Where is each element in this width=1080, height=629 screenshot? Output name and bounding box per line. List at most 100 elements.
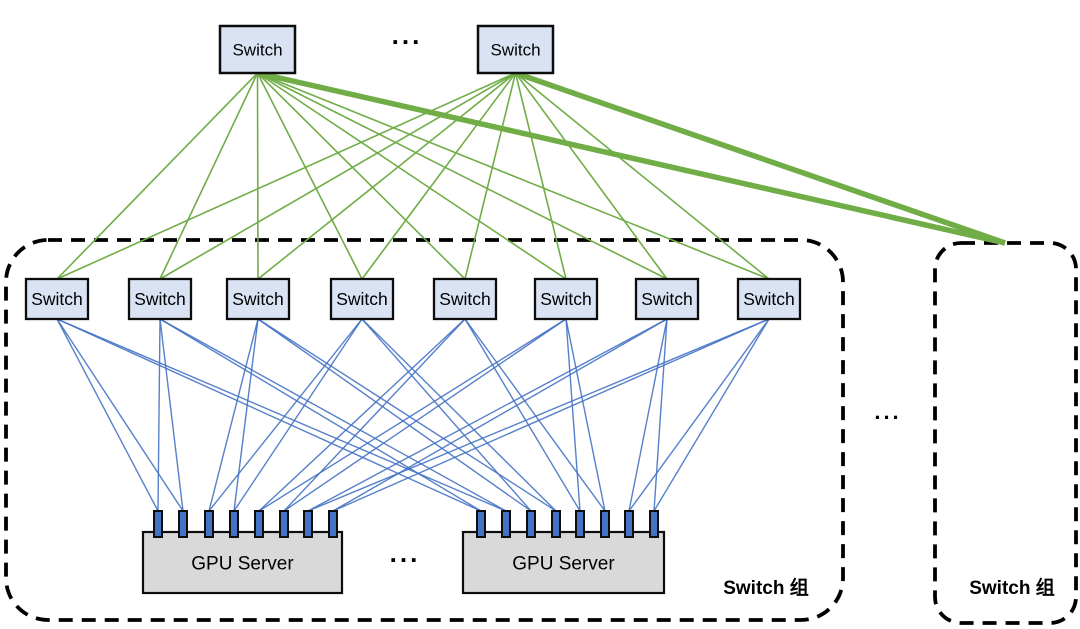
downlink-leaf7-server1-nic8: [332, 318, 668, 512]
downlink-leaf6-server2-nic6: [565, 318, 606, 512]
downlink-leaf7-server2-nic7: [628, 318, 668, 512]
uplink-lines: [56, 70, 1006, 280]
spine-switch-label-1: Switch: [232, 41, 282, 60]
downlink-leaf4-server1-nic4: [233, 318, 363, 512]
gpu-server-2: [461, 530, 666, 595]
nic-server1-6: [279, 510, 289, 538]
uplink-spine1-leaf8: [257, 72, 770, 280]
downlink-leaf8-server2-nic8: [653, 318, 770, 512]
nic-server1-3: [204, 510, 214, 538]
leaf-switch-label-3: Switch: [232, 289, 284, 309]
uplink-spine2-leaf6: [514, 72, 567, 280]
ellipsis-3: ...: [874, 399, 901, 424]
downlink-leaf1-server1-nic2: [56, 318, 184, 512]
downlink-leaf6-server1-nic6: [283, 318, 567, 512]
nic-server1-4: [229, 510, 239, 538]
switch-group-label-2: Switch 组: [969, 576, 1055, 599]
downlink-leaf1-server2-nic1: [56, 318, 482, 512]
uplink-spine2-leaf8: [514, 72, 770, 280]
downlink-leaf5-server2-nic6: [464, 318, 606, 512]
leaf-switch-3: [225, 277, 291, 321]
nic-server1-1: [153, 510, 163, 538]
uplink-spine2-leaf1: [56, 72, 516, 280]
leaf-switch-label-6: Switch: [540, 289, 592, 309]
uplink-spine1-leaf3: [256, 72, 259, 280]
uplink-spine1-leaf2: [159, 72, 259, 280]
downlink-leaf2-server2-nic2: [159, 318, 507, 512]
downlink-leaf5-server2-nic5: [464, 318, 581, 512]
nic-server1-2: [178, 510, 188, 538]
leaf-switch-1: [24, 277, 90, 321]
downlink-leaf7-server1-nic7: [307, 318, 668, 512]
nic-server1-5: [254, 510, 264, 538]
downlink-lines: [56, 318, 770, 512]
uplink-spine1-leaf7: [257, 72, 668, 280]
downlink-leaf8-server2-nic7: [628, 318, 770, 512]
nic-server2-7: [624, 510, 634, 538]
nic-server1-7: [303, 510, 313, 538]
uplink-spine1-leaf6: [257, 72, 567, 280]
downlink-leaf1-server2-nic2: [56, 318, 507, 512]
downlink-leaf3-server2-nic4: [257, 318, 557, 512]
leaf-switch-7: [634, 277, 700, 321]
switch-group-box-1: [4, 238, 845, 622]
spine-switch-label-2: Switch: [490, 41, 540, 60]
downlink-leaf8-server1-nic7: [307, 318, 770, 512]
leaf-switch-8: [736, 277, 802, 321]
downlink-leaf5-server1-nic6: [283, 318, 466, 512]
downlink-leaf2-server1-nic1: [157, 318, 161, 512]
leaf-switch-2: [127, 277, 193, 321]
leaf-switch-6: [533, 277, 599, 321]
downlink-leaf3-server1-nic3: [208, 318, 259, 512]
leaf-switch-label-7: Switch: [641, 289, 693, 309]
uplink-spine1-leaf1: [56, 72, 259, 280]
uplink-spine1-leaf5: [256, 72, 466, 280]
downlink-leaf3-server2-nic3: [257, 318, 532, 512]
uplink-spine1-leaf4: [256, 72, 363, 280]
uplink-spine2-far-group: [514, 70, 1006, 246]
uplink-spine2-leaf7: [514, 72, 668, 280]
ellipsis-1: ...: [392, 20, 423, 50]
uplink-spine1-far-group: [256, 70, 1006, 246]
uplink-spine2-leaf4: [361, 72, 517, 280]
downlink-leaf3-server1-nic4: [233, 318, 259, 512]
leaf-switch-label-1: Switch: [31, 289, 83, 309]
downlink-leaf4-server2-nic3: [361, 318, 532, 512]
nic-server2-3: [526, 510, 536, 538]
downlink-leaf8-server1-nic8: [332, 318, 770, 512]
uplink-spine2-leaf3: [257, 72, 516, 280]
downlink-leaf6-server1-nic5: [258, 318, 567, 512]
downlink-leaf7-server2-nic8: [653, 318, 668, 512]
nic-server2-1: [476, 510, 486, 538]
nic-server2-6: [600, 510, 610, 538]
leaf-switch-label-5: Switch: [439, 289, 491, 309]
gpu-server-1: [141, 530, 344, 595]
nic-server2-4: [551, 510, 561, 538]
downlink-leaf1-server1-nic1: [56, 318, 159, 512]
leaf-switch-label-2: Switch: [134, 289, 186, 309]
uplink-spine2-leaf2: [159, 72, 516, 280]
leaf-switch-4: [329, 277, 395, 321]
gpu-server-label-2: GPU Server: [512, 554, 615, 575]
downlink-leaf2-server1-nic2: [159, 318, 184, 512]
spine-switch-2: [476, 24, 555, 75]
downlink-leaf4-server2-nic4: [361, 318, 557, 512]
switch-group-box-2: [933, 241, 1078, 625]
leaf-switch-label-4: Switch: [336, 289, 388, 309]
gpu-server-label-1: GPU Server: [191, 554, 294, 575]
nic-server2-8: [649, 510, 659, 538]
downlink-leaf4-server1-nic3: [208, 318, 363, 512]
downlink-leaf2-server2-nic1: [159, 318, 482, 512]
nic-server2-2: [501, 510, 511, 538]
uplink-spine2-leaf5: [464, 72, 517, 280]
ellipsis-2: ...: [390, 538, 421, 568]
downlink-leaf5-server1-nic5: [258, 318, 466, 512]
nic-server2-5: [575, 510, 585, 538]
downlink-leaf6-server2-nic5: [565, 318, 581, 512]
switch-group-label-1: Switch 组: [723, 576, 809, 599]
leaf-switch-label-8: Switch: [743, 289, 795, 309]
leaf-switch-5: [432, 277, 498, 321]
nic-server1-8: [328, 510, 338, 538]
